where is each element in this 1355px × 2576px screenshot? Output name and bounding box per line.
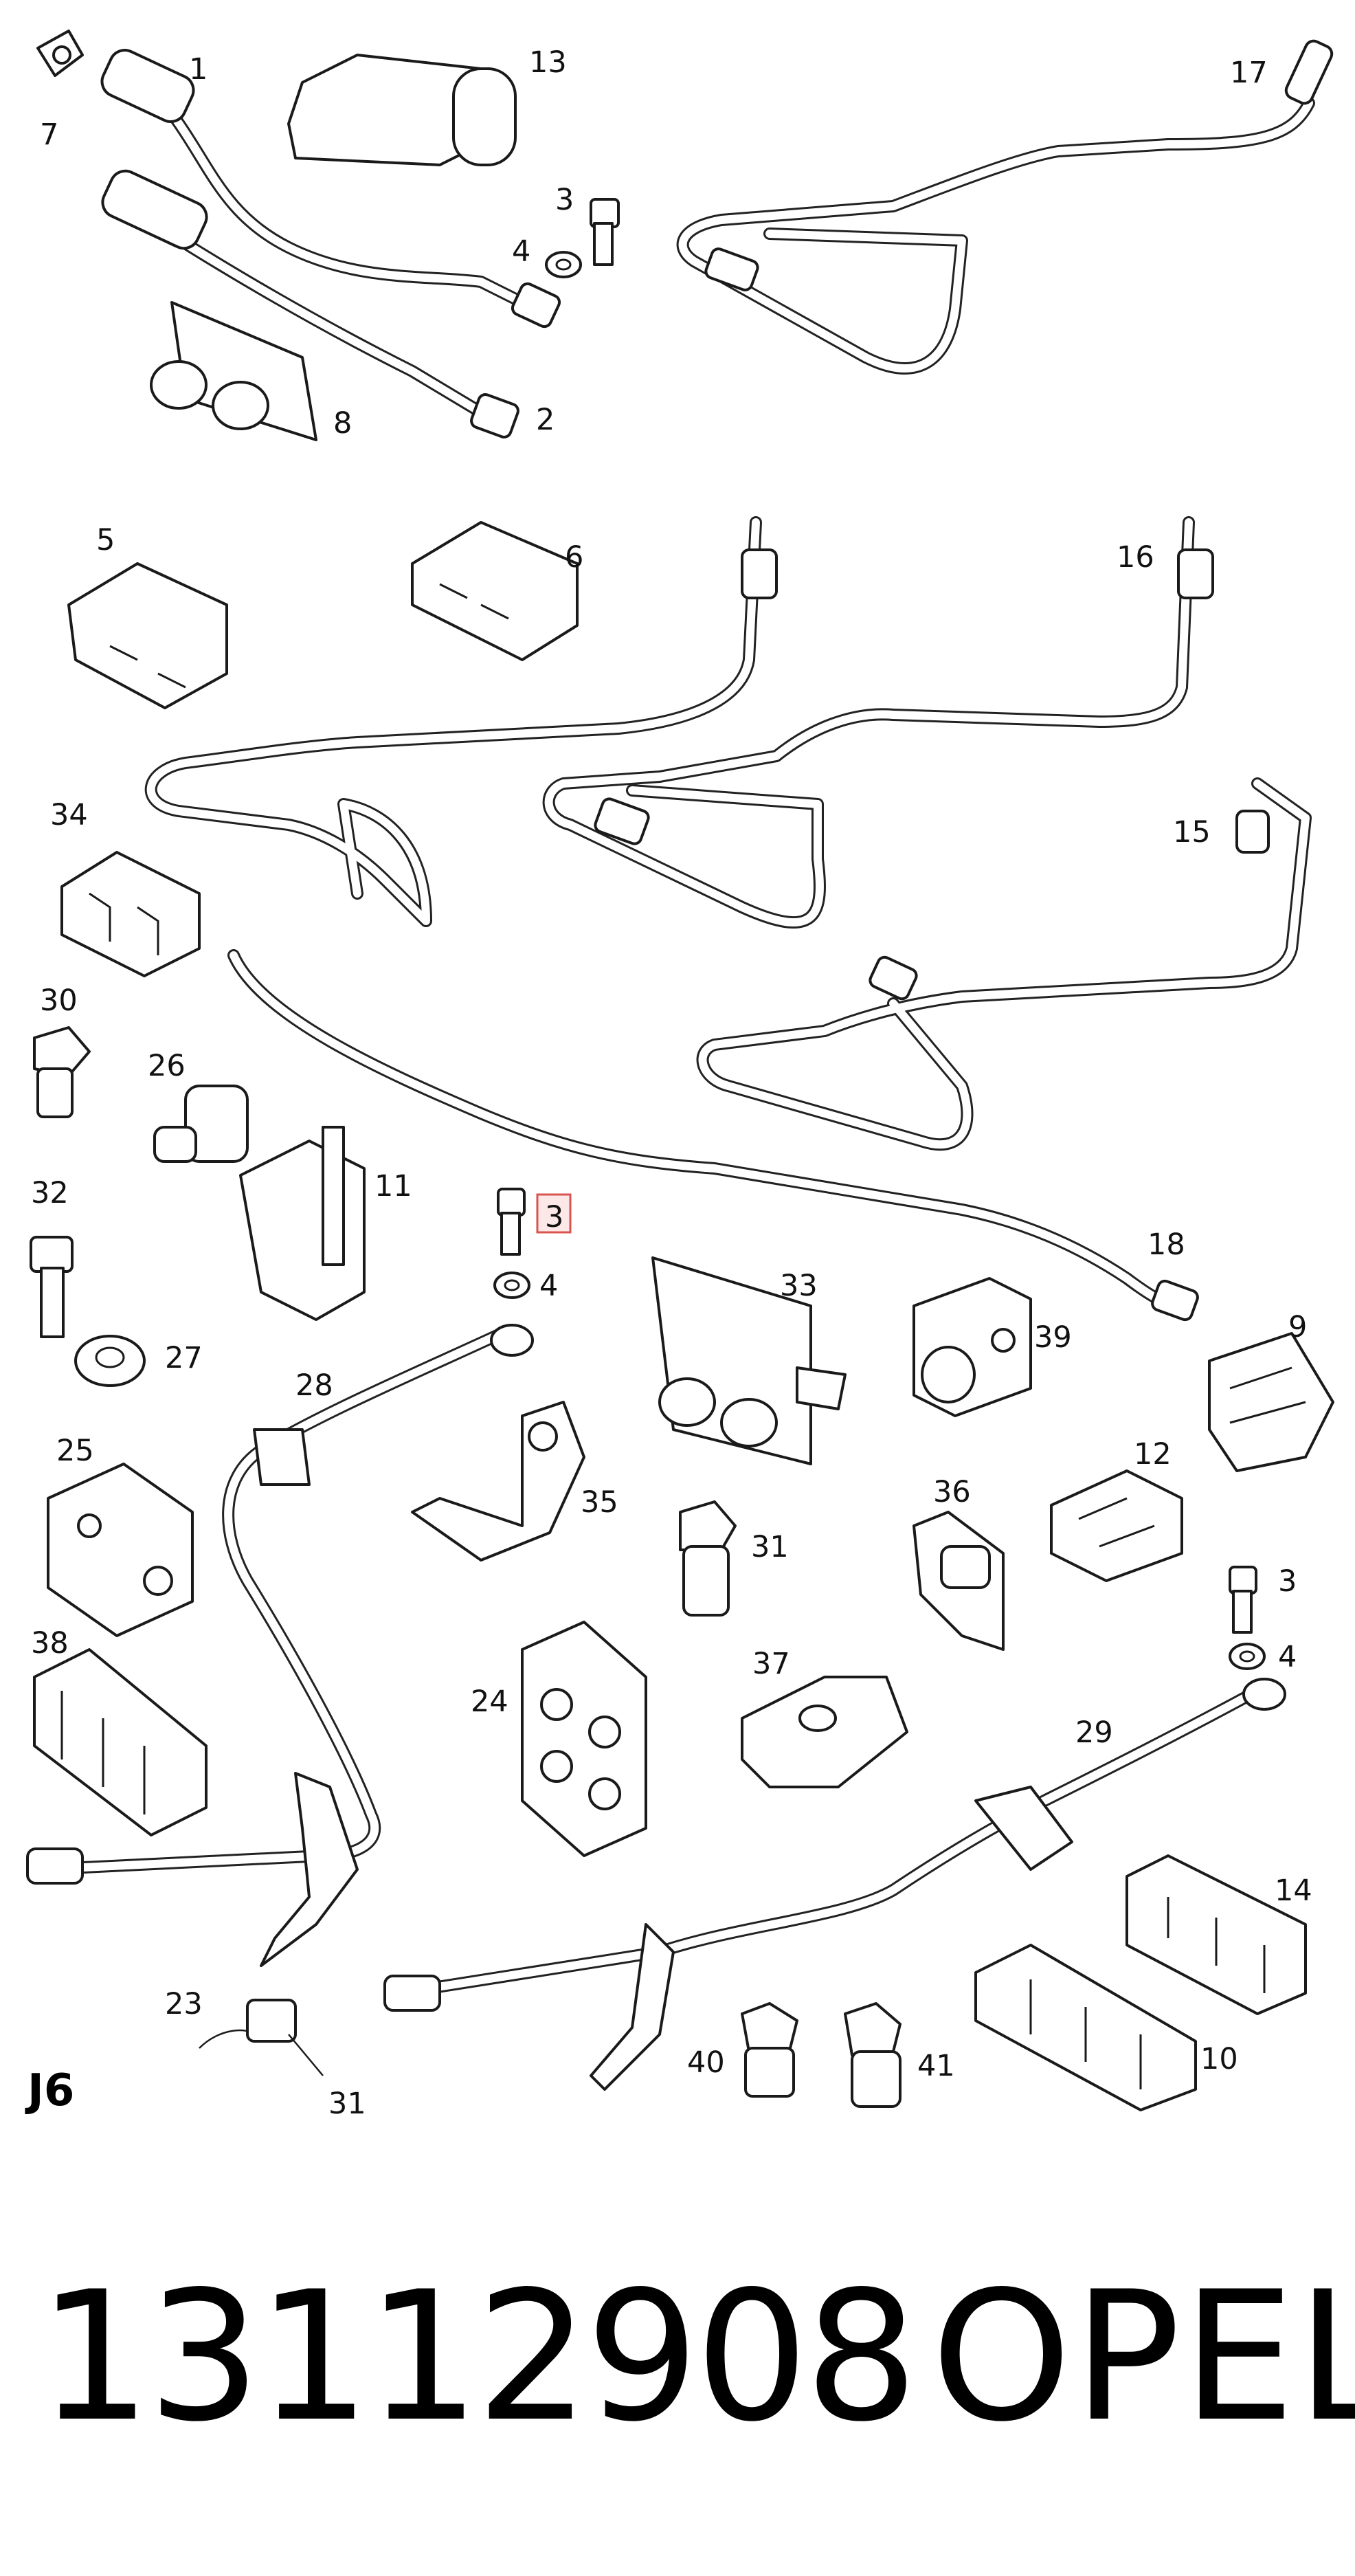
callout: 4 bbox=[512, 234, 530, 269]
callout: 3 bbox=[1278, 1564, 1297, 1599]
part-12-clip bbox=[1050, 1469, 1183, 1582]
part-27-nut bbox=[74, 1335, 146, 1387]
part-3c-bolt bbox=[1229, 1566, 1257, 1634]
brake-hose-29 bbox=[383, 1678, 1286, 2091]
callout: 7 bbox=[40, 118, 58, 152]
callout: 10 bbox=[1200, 2042, 1238, 2076]
part-24-clip bbox=[521, 1621, 647, 1857]
part-13-bracket bbox=[287, 54, 517, 166]
callout: 38 bbox=[31, 1626, 69, 1661]
callout: 12 bbox=[1134, 1437, 1172, 1472]
callout: 34 bbox=[50, 798, 88, 832]
part-23-bleeder bbox=[199, 1999, 297, 2049]
part-11-clip bbox=[239, 1126, 366, 1321]
part-26-sleeve bbox=[153, 1085, 249, 1163]
part-7-hose bbox=[101, 169, 519, 438]
callout: 28 bbox=[295, 1368, 333, 1403]
brake-pipe-15 bbox=[696, 777, 1312, 1151]
callout: 32 bbox=[31, 1176, 69, 1210]
callout: 11 bbox=[374, 1169, 412, 1203]
callout: 31 bbox=[328, 2087, 366, 2121]
callout: 33 bbox=[780, 1269, 818, 1303]
callout: 2 bbox=[536, 403, 555, 437]
callout: 17 bbox=[1230, 56, 1268, 90]
part-31-nut bbox=[679, 1500, 737, 1617]
part-35-bracket bbox=[411, 1401, 585, 1562]
callout: 8 bbox=[333, 406, 352, 441]
callout-labels: 1 7 13 17 3 4 8 2 5 6 16 34 15 30 26 11 … bbox=[31, 45, 1312, 2121]
part-41-nut bbox=[844, 2002, 902, 2108]
callout: 29 bbox=[1075, 1716, 1113, 1750]
callout: 1 bbox=[189, 52, 208, 87]
callout: 13 bbox=[529, 45, 567, 80]
callout: 27 bbox=[165, 1341, 203, 1375]
part-1-hose bbox=[100, 49, 561, 329]
callout: 9 bbox=[1288, 1310, 1307, 1344]
part-3-bolt bbox=[590, 198, 620, 266]
callout: 39 bbox=[1034, 1320, 1072, 1355]
brake-pipe-16 bbox=[144, 516, 1214, 929]
part-14-clip bbox=[1126, 1854, 1307, 2015]
callout: 6 bbox=[565, 540, 583, 575]
diagram-id-label: J6 bbox=[27, 2065, 75, 2116]
highlighted-callout-box bbox=[536, 1193, 572, 1234]
part-4b-washer bbox=[493, 1272, 530, 1299]
part-8-grommet bbox=[150, 301, 317, 441]
brake-hose-28 bbox=[26, 1324, 534, 1967]
part-40-nut bbox=[741, 2002, 798, 2098]
part-4c-washer bbox=[1229, 1643, 1266, 1670]
part-10-clip bbox=[974, 1944, 1197, 2111]
part-39-block bbox=[912, 1277, 1032, 1417]
part-30-nut bbox=[33, 1026, 91, 1118]
callout: 5 bbox=[96, 523, 115, 557]
callout: 15 bbox=[1173, 815, 1211, 850]
leader-31 bbox=[288, 2034, 324, 2076]
callout: 25 bbox=[56, 1434, 94, 1468]
part-5-bracket bbox=[67, 562, 228, 709]
callout: 37 bbox=[752, 1647, 790, 1681]
part-number: 13112908 bbox=[38, 2254, 918, 2461]
part-33-grommet bbox=[651, 1256, 847, 1465]
brand-name: OPEL bbox=[931, 2254, 1355, 2461]
part-3b-bolt bbox=[497, 1188, 526, 1256]
callout: 36 bbox=[933, 1475, 971, 1509]
part-9-clip bbox=[1208, 1332, 1334, 1472]
callout: 31 bbox=[751, 1530, 789, 1564]
part-6-bracket bbox=[411, 521, 579, 661]
callout: 30 bbox=[40, 984, 78, 1018]
part-37-clip bbox=[741, 1676, 908, 1788]
brake-pipe-18 bbox=[227, 949, 1199, 1322]
callout: 4 bbox=[1278, 1640, 1297, 1674]
part-34-clip bbox=[60, 851, 201, 977]
callout: 26 bbox=[148, 1049, 186, 1083]
callout-highlighted: 3 bbox=[545, 1200, 563, 1234]
callout: 18 bbox=[1147, 1228, 1185, 1262]
callout: 40 bbox=[687, 2045, 725, 2080]
part-32-bolt bbox=[30, 1236, 74, 1338]
part-38-clip bbox=[33, 1648, 208, 1836]
part-25-block bbox=[47, 1463, 194, 1637]
callout: 41 bbox=[917, 2049, 955, 2083]
brake-pipe-17 bbox=[676, 39, 1334, 375]
callout: 14 bbox=[1275, 1874, 1312, 1908]
part-7-clip bbox=[36, 30, 84, 77]
callout: 24 bbox=[471, 1685, 508, 1719]
part-4-washer bbox=[545, 251, 582, 278]
callout: 16 bbox=[1117, 540, 1154, 575]
callout: 35 bbox=[581, 1485, 618, 1520]
part-36-fitting bbox=[912, 1511, 1005, 1651]
callout: 4 bbox=[539, 1269, 558, 1303]
callout: 23 bbox=[165, 1987, 203, 2021]
callout: 3 bbox=[555, 183, 574, 217]
